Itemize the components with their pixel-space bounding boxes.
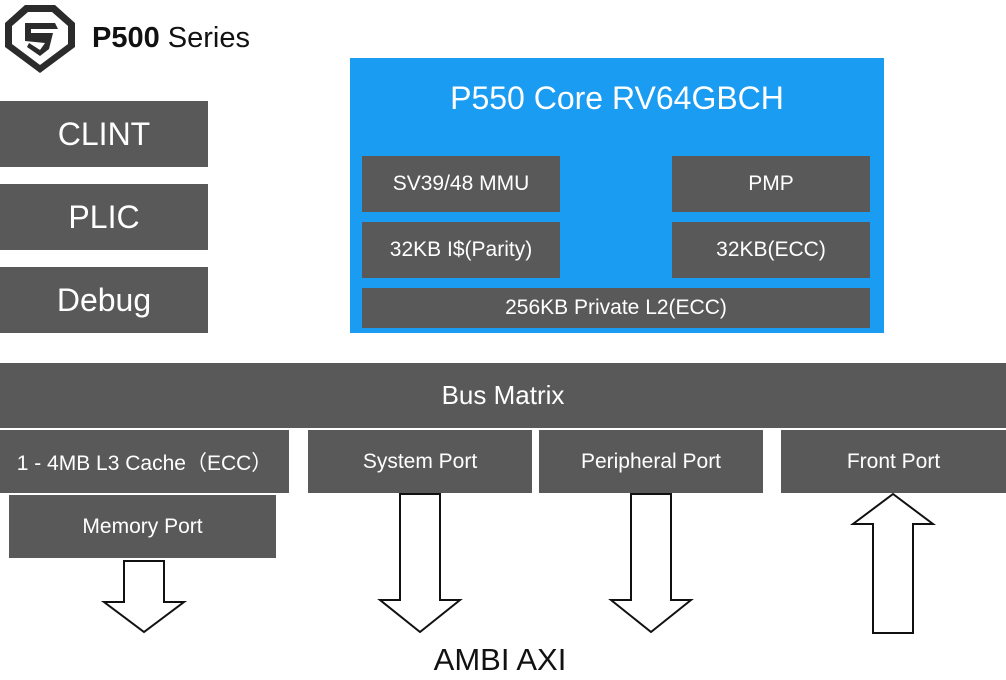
axi-label: AMBI AXI <box>433 642 567 677</box>
pmp-block: PMP <box>672 156 870 212</box>
front-port-up-arrow <box>850 492 936 634</box>
peripheral-port-down-arrow <box>608 493 694 634</box>
system-port: System Port <box>308 430 532 493</box>
plic-block: PLIC <box>0 184 208 250</box>
bus-matrix: Bus Matrix <box>0 363 1006 428</box>
system-port-down-arrow <box>377 493 463 634</box>
memory-port-down-arrow <box>101 560 187 634</box>
debug-block: Debug <box>0 267 208 333</box>
brand-title: P500 Series <box>92 20 250 56</box>
brand-rest: Series <box>167 22 250 54</box>
memory-port: Memory Port <box>9 495 276 558</box>
sifive-logo-icon <box>5 5 75 73</box>
core-title: P550 Core RV64GBCH <box>450 80 784 116</box>
brand-bold: P500 <box>92 22 160 54</box>
clint-block: CLINT <box>0 101 208 167</box>
peripheral-port: Peripheral Port <box>539 430 763 493</box>
l3-cache-block: 1 - 4MB L3 Cache（ECC） <box>0 430 289 493</box>
icache-block: 32KB I$(Parity) <box>362 222 560 278</box>
front-port: Front Port <box>781 430 1006 493</box>
dcache-block: 32KB(ECC) <box>672 222 870 278</box>
mmu-block: SV39/48 MMU <box>362 156 560 212</box>
l2-block: 256KB Private L2(ECC) <box>362 288 870 328</box>
